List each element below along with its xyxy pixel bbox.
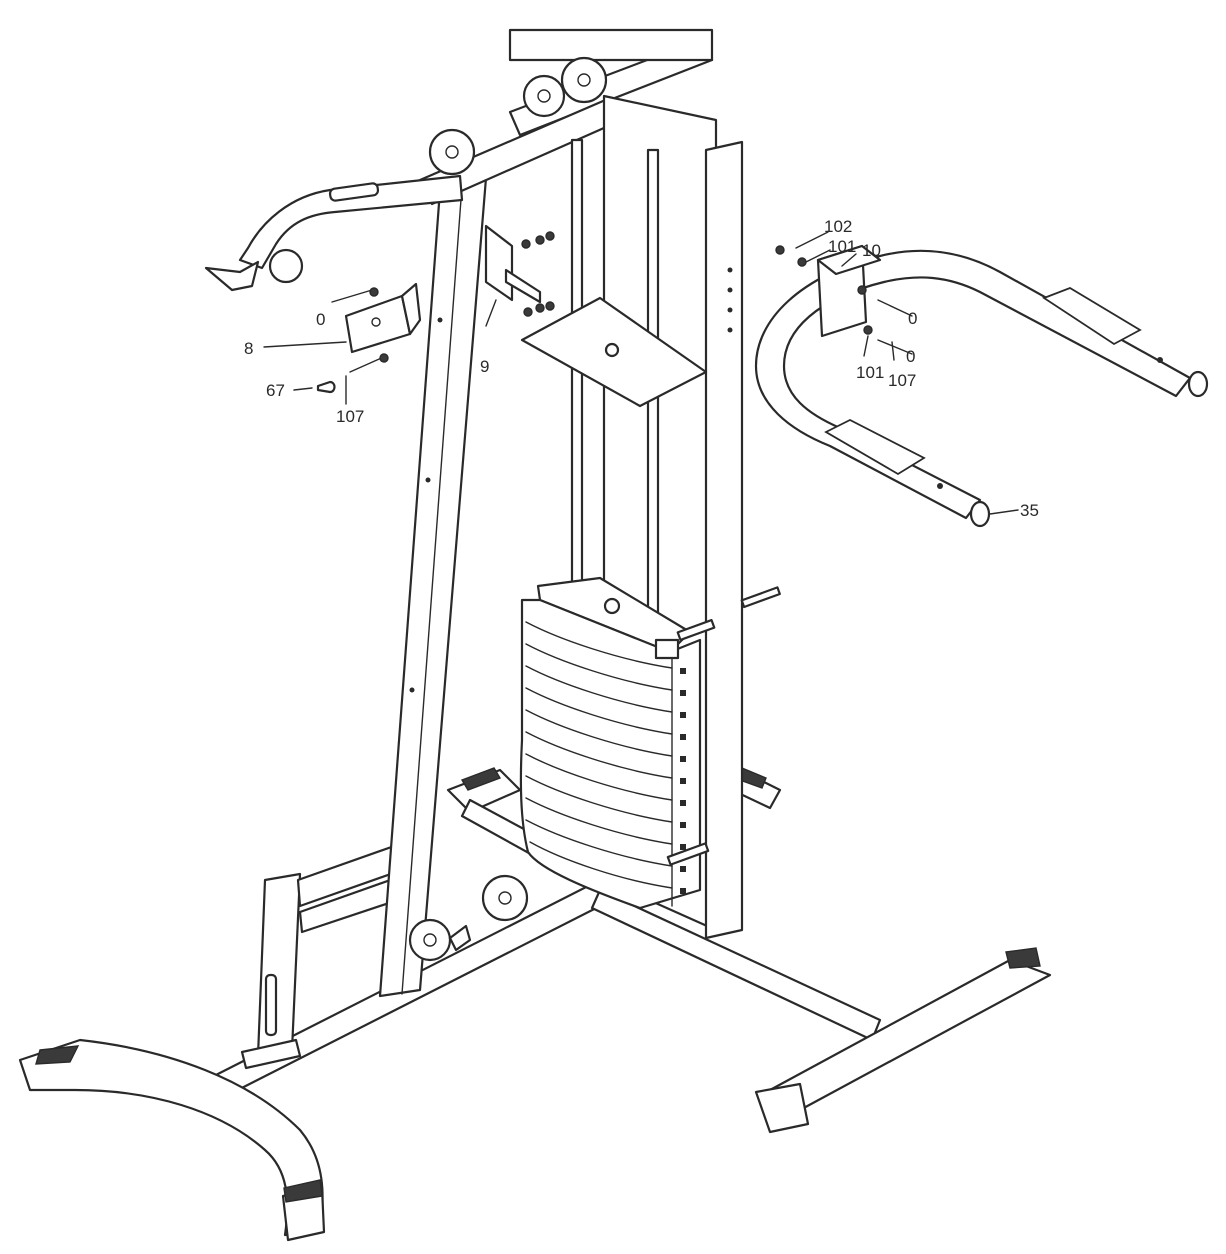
main-upright-post xyxy=(704,140,744,940)
top-plate-center-hole xyxy=(604,342,620,358)
upright-hole-2 xyxy=(727,287,733,293)
lower-post-slot xyxy=(264,973,278,1037)
top-beam-end-block xyxy=(508,28,714,62)
end-cap-35 xyxy=(969,500,991,528)
callout-10: 10 xyxy=(862,241,881,260)
lower-short-post xyxy=(256,872,302,1058)
bolt-8-upper xyxy=(331,289,373,303)
bracket-9-nut-5 xyxy=(535,303,545,313)
lat-arm-hook xyxy=(204,260,260,292)
leader-lines xyxy=(263,231,1019,515)
weight-stack-pin-holes xyxy=(680,668,686,894)
washer-101-top xyxy=(797,257,807,267)
post-base-plate xyxy=(240,1038,302,1070)
callout-0-right-upper: 0 xyxy=(908,309,917,328)
u-bar-hole-top xyxy=(1157,357,1163,363)
callout-35: 35 xyxy=(1020,501,1039,520)
front-left-foot-pad xyxy=(283,1179,323,1203)
bracket-9-nut-1 xyxy=(521,239,531,249)
end-cap-top xyxy=(1187,370,1209,398)
bracket-9-nut-6 xyxy=(545,301,555,311)
washer-102 xyxy=(775,245,785,255)
u-bar-pad-bottom xyxy=(824,418,926,476)
callout-0-right-lower: 0 xyxy=(906,347,915,366)
lat-arm-slot xyxy=(328,182,380,202)
bottom-pulley-right xyxy=(481,874,529,922)
top-pulley-2 xyxy=(560,56,608,104)
bottom-cable-bracket xyxy=(448,924,472,952)
u-bar-pad-top xyxy=(1042,287,1142,346)
callout-101-bottom: 101 xyxy=(856,363,884,382)
selector-pin-bottom xyxy=(666,842,710,866)
lat-pulldown-arm xyxy=(238,174,464,270)
front-left-foot-cap xyxy=(35,1045,80,1065)
weight-stack-top xyxy=(536,576,692,654)
bracket-9 xyxy=(484,224,514,302)
washer-101-bottom xyxy=(863,325,873,335)
bracket-10-nut xyxy=(857,285,867,295)
front-post-hole-1 xyxy=(437,317,443,323)
callout-101-top: 101 xyxy=(828,237,856,256)
lat-arm-end-pulley xyxy=(268,248,304,284)
rear-right-foot-front xyxy=(754,1082,810,1134)
front-top-pulley-hub xyxy=(445,145,459,159)
bolt-107-right xyxy=(877,339,913,355)
bolt-10-upper xyxy=(877,299,913,317)
bracket-9-arm xyxy=(504,268,542,304)
bottom-pulley-right-hub xyxy=(498,891,512,905)
callout-labels: 102 101 10 0 8 9 67 107 0 0 101 107 35 xyxy=(244,217,1039,520)
rear-right-foot-cap xyxy=(1005,947,1041,969)
callout-107-left: 107 xyxy=(336,407,364,426)
front-post-edge xyxy=(401,185,463,995)
top-pulley-1 xyxy=(522,74,566,118)
upright-hole-1 xyxy=(727,267,733,273)
selector-pin-top xyxy=(676,618,716,642)
front-top-pulley xyxy=(428,128,476,176)
top-beam-assembly xyxy=(204,28,714,292)
bracket-8 xyxy=(344,294,412,354)
pin-block xyxy=(654,638,680,660)
upright-hole-4 xyxy=(727,327,733,333)
front-post-assembly xyxy=(240,176,529,1070)
callout-8: 8 xyxy=(244,339,253,358)
callout-107-right: 107 xyxy=(888,371,916,390)
bracket-8-side xyxy=(400,282,422,336)
nut-8-lower xyxy=(379,353,389,363)
bracket-9-nut-2 xyxy=(535,235,545,245)
weight-tower xyxy=(519,94,781,940)
pin-67 xyxy=(316,380,336,394)
rear-left-foot-cap xyxy=(460,767,502,791)
bottom-pulley-left xyxy=(408,918,452,962)
top-pulley-1-hub xyxy=(537,89,551,103)
weight-stack-body xyxy=(519,598,702,910)
bracket-9-nut-4 xyxy=(523,307,533,317)
u-bar-hole-bottom xyxy=(937,483,943,489)
front-bracket-parts xyxy=(316,224,555,405)
front-post-hole-2 xyxy=(425,477,431,483)
nut-8-upper xyxy=(369,287,379,297)
bracket-9-nut-3 xyxy=(545,231,555,241)
right-u-bar-assembly xyxy=(754,244,1209,528)
top-pulley-2-hub xyxy=(577,73,591,87)
rear-right-cross-tube xyxy=(768,958,1052,1112)
weight-stack-plates xyxy=(525,621,673,889)
front-post-hole-3 xyxy=(409,687,415,693)
callout-102: 102 xyxy=(824,217,852,236)
callout-0-left: 0 xyxy=(316,310,325,329)
bracket-8-hole xyxy=(371,317,381,327)
selector-pin-rear xyxy=(740,586,781,609)
callout-9: 9 xyxy=(480,357,489,376)
callout-67: 67 xyxy=(266,381,285,400)
bottom-pulley-left-hub xyxy=(423,933,437,947)
weight-stack-top-hole xyxy=(603,597,621,615)
upright-hole-3 xyxy=(727,307,733,313)
